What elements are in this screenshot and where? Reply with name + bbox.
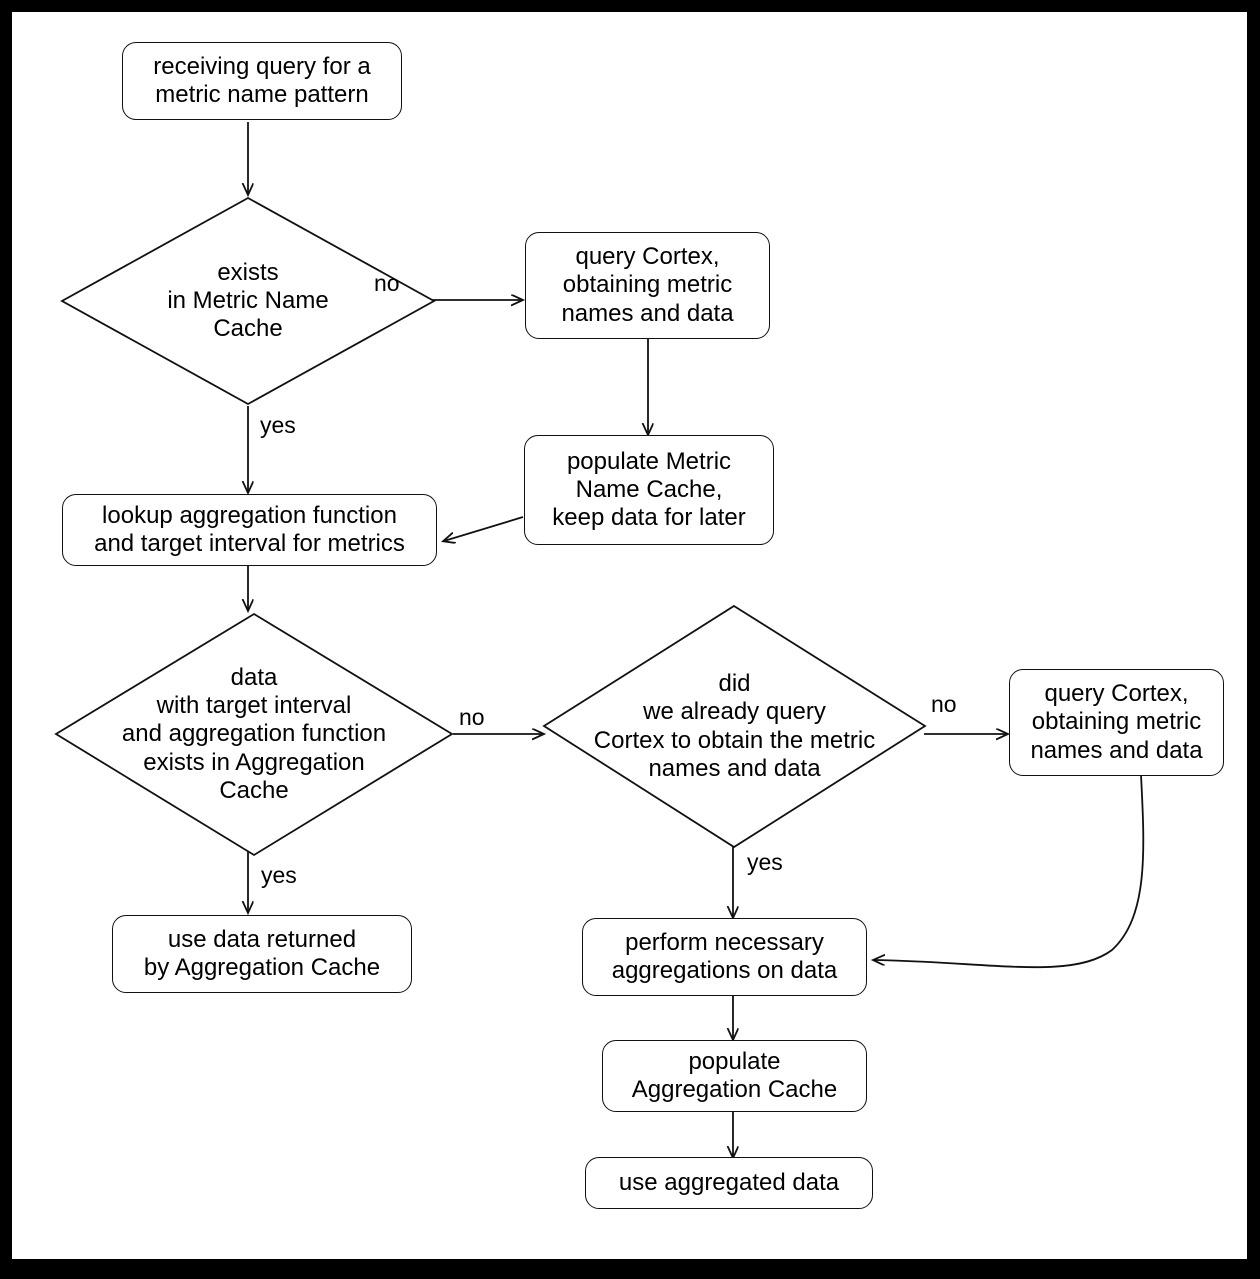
node-perform-aggregations[interactable]: perform necessary aggregations on data — [582, 918, 867, 996]
use-data-line-1: use data returned — [167, 925, 357, 953]
populate-agg-line-1: populate — [688, 1047, 781, 1075]
query-cortex-1-line-2: obtaining metric — [562, 271, 733, 299]
diamond-shape — [542, 604, 927, 849]
query-cortex-2-line-1: query Cortex, — [1044, 680, 1189, 708]
diagram-canvas: receiving query for a metric name patter… — [12, 12, 1247, 1259]
edge-label-already-queried-no: no — [931, 691, 957, 717]
edge-label-already-queried-yes: yes — [747, 849, 783, 875]
lookup-line-2: and target interval for metrics — [94, 530, 405, 557]
perform-line-2: aggregations on data — [611, 957, 838, 984]
query-cortex-1-line-3: names and data — [561, 299, 734, 327]
node-query-cortex-1[interactable]: query Cortex, obtaining metric names and… — [525, 232, 770, 339]
query-cortex-2-line-2: obtaining metric — [1031, 708, 1202, 736]
already-queried-line-2: we already query — [643, 698, 826, 726]
agg-cache-line-3: and aggregation function — [121, 720, 387, 748]
node-query-cortex-2[interactable]: query Cortex, obtaining metric names and… — [1009, 669, 1224, 776]
use-data-line-2: by Aggregation Cache — [143, 954, 381, 981]
edge-label-agg-cache-yes: yes — [261, 862, 297, 888]
query-cortex-1-line-1: query Cortex, — [575, 243, 720, 271]
query-cortex-2-line-3: names and data — [1030, 736, 1203, 764]
node-start[interactable]: receiving query for a metric name patter… — [122, 42, 402, 120]
use-aggregated-line-1: use aggregated data — [618, 1168, 840, 1196]
lookup-line-1: lookup aggregation function — [102, 501, 397, 529]
diamond-shape — [60, 196, 436, 406]
node-exists-metric-name-cache-label: exists in Metric Name Cache — [60, 196, 436, 406]
node-populate-aggregation-cache[interactable]: populate Aggregation Cache — [602, 1040, 867, 1112]
populate-mnc-line-1: populate Metric — [566, 447, 732, 475]
already-queried-line-4: names and data — [648, 754, 821, 782]
node-start-line-2: metric name pattern — [155, 81, 369, 108]
edge-label-metric-cache-no: no — [374, 270, 400, 296]
node-exists-metric-name-cache[interactable]: exists in Metric Name Cache — [60, 196, 436, 406]
agg-cache-line-2: with target interval — [156, 692, 352, 720]
node-already-queried-cortex-label: did we already query Cortex to obtain th… — [542, 604, 927, 849]
metric-cache-line-1: exists — [217, 258, 279, 286]
perform-line-1: perform necessary — [625, 928, 824, 956]
agg-cache-line-4: exists in Aggregation — [143, 748, 365, 776]
agg-cache-line-1: data — [230, 664, 278, 692]
node-start-line-1: receiving query for a — [153, 52, 371, 80]
edge-label-metric-cache-yes: yes — [260, 412, 296, 438]
diamond-shape — [54, 612, 454, 857]
node-exists-aggregation-cache[interactable]: data with target interval and aggregatio… — [54, 612, 454, 857]
edge-label-agg-cache-no: no — [459, 704, 485, 730]
populate-agg-line-2: Aggregation Cache — [631, 1076, 838, 1103]
node-use-aggregated-data[interactable]: use aggregated data — [585, 1157, 873, 1209]
already-queried-line-1: did — [718, 670, 751, 698]
populate-mnc-line-3: keep data for later — [552, 504, 746, 532]
already-queried-line-3: Cortex to obtain the metric — [593, 726, 876, 754]
node-use-data-returned[interactable]: use data returned by Aggregation Cache — [112, 915, 412, 993]
node-lookup-aggregation[interactable]: lookup aggregation function and target i… — [62, 494, 437, 566]
populate-mnc-line-2: Name Cache, — [575, 475, 723, 503]
metric-cache-line-3: Cache — [213, 315, 283, 343]
agg-cache-line-5: Cache — [219, 776, 289, 804]
node-already-queried-cortex[interactable]: did we already query Cortex to obtain th… — [542, 604, 927, 849]
node-populate-metric-name-cache[interactable]: populate Metric Name Cache, keep data fo… — [524, 435, 774, 545]
metric-cache-line-2: in Metric Name — [167, 286, 329, 314]
node-exists-aggregation-cache-label: data with target interval and aggregatio… — [54, 612, 454, 857]
edge-populate-to-lookup — [444, 516, 524, 541]
